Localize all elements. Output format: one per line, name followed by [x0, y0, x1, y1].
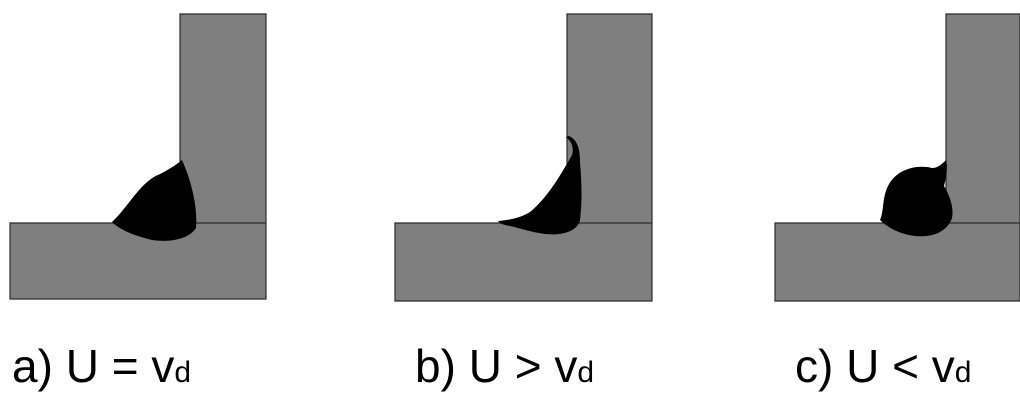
- panel-a: [9, 13, 267, 300]
- caption-b-relation: U > v: [468, 340, 578, 392]
- caption-c-letter: c): [795, 340, 834, 392]
- caption-a: a) U = vd: [12, 343, 191, 389]
- panel-b-workpiece: [394, 13, 653, 302]
- caption-c-relation: U < v: [846, 340, 955, 392]
- caption-c: c) U < vd: [795, 343, 971, 389]
- panel-a-workpiece: [9, 13, 267, 300]
- caption-a-subscript: d: [174, 356, 192, 389]
- caption-b-subscript: d: [577, 356, 595, 389]
- caption-b-letter: b): [415, 340, 456, 392]
- caption-a-relation: U = v: [65, 340, 175, 392]
- caption-c-subscript: d: [954, 356, 972, 389]
- panel-b: [394, 13, 653, 302]
- panel-c-weld-bead: [880, 160, 953, 237]
- panel-a-weld-bead: [112, 160, 197, 241]
- caption-b: b) U > vd: [415, 343, 594, 389]
- caption-a-letter: a): [12, 340, 53, 392]
- panel-c-workpiece: [774, 13, 1020, 302]
- panel-b-weld-bead: [498, 136, 582, 235]
- panel-c: [774, 13, 1020, 302]
